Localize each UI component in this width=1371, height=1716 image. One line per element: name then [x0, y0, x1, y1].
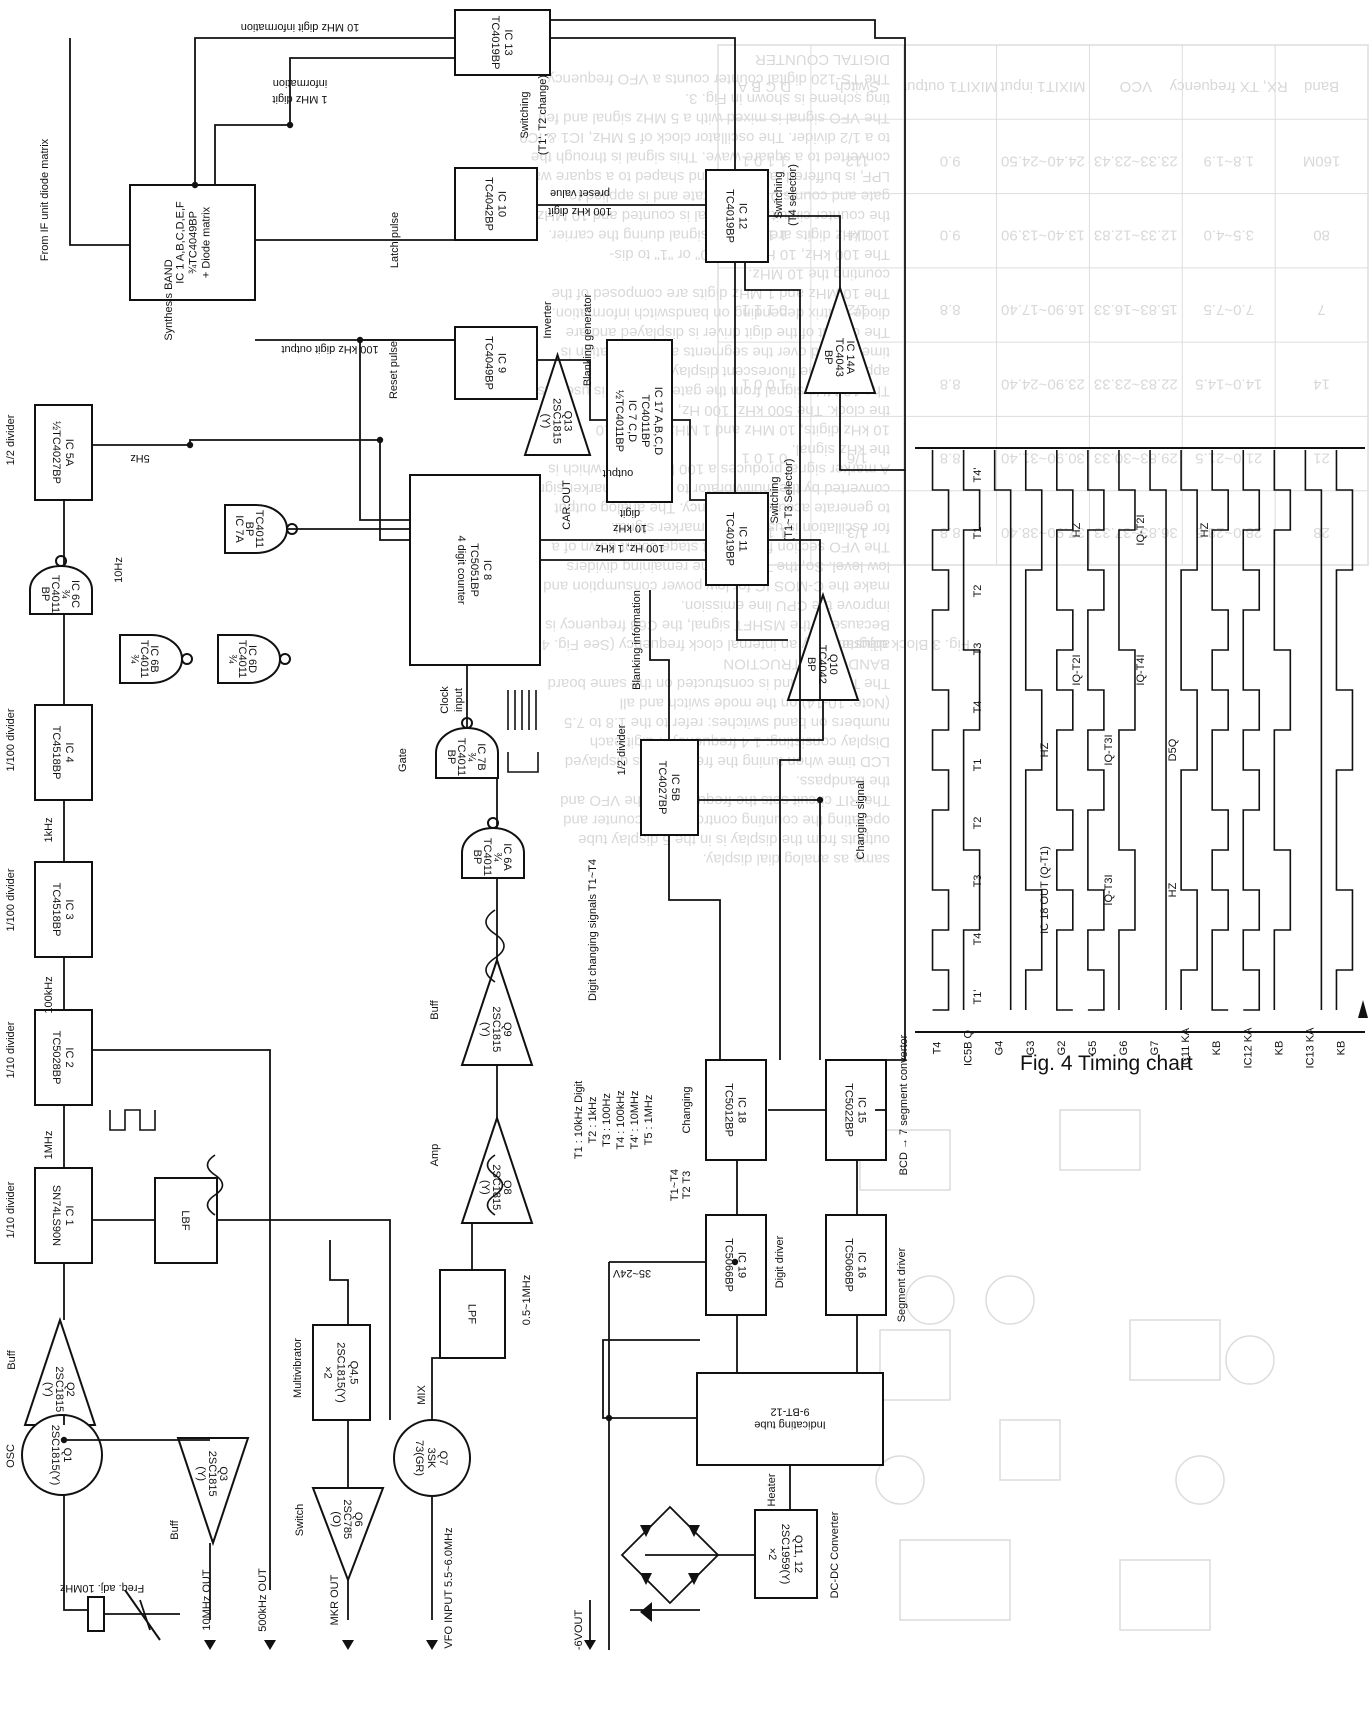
timing-slot-mark: T1: [972, 527, 984, 540]
timing-signal-label: KB: [1211, 1041, 1223, 1056]
timing-signal-label: IC5B Q: [963, 1030, 975, 1067]
timing-trace-note: IC 18 OUT (Q-T1): [1039, 846, 1051, 934]
timing-signal-label: G3: [1025, 1041, 1037, 1056]
timing-trace-note: HZ: [1039, 742, 1051, 757]
timing-trace-note: D5Q: [1167, 738, 1179, 761]
timing-trace-note: HZ: [1071, 522, 1083, 537]
timing-trace: [1150, 450, 1166, 1010]
timing-trace: [995, 450, 1011, 1010]
timing-trace: [1212, 450, 1228, 1010]
timing-slot-mark: T2: [972, 817, 984, 830]
timing-signal-label: IC12 KA: [1242, 1027, 1254, 1069]
timing-slot-mark: T3: [972, 643, 984, 656]
timing-slot-mark: T4': [972, 468, 984, 483]
timing-trace: [1088, 450, 1104, 1010]
timing-trace: [933, 450, 949, 1010]
timing-signal-label: KB: [1273, 1041, 1285, 1056]
timing-trace-note: IQ-T2I: [1071, 654, 1083, 685]
timing-signal-label: IC13 KA: [1304, 1027, 1316, 1069]
timing-signal-label: G5: [1087, 1041, 1099, 1056]
timing-trace: [1305, 450, 1321, 1010]
timing-signal-label: G4: [994, 1041, 1006, 1056]
timing-slot-mark: T4: [972, 701, 984, 714]
timing-slot-mark: T1': [972, 990, 984, 1005]
timing-slot-mark: T2: [972, 585, 984, 598]
timing-trace-note: IQ-T3I: [1103, 874, 1115, 905]
timing-slot-mark: T1: [972, 759, 984, 772]
timing-trace: [1336, 450, 1352, 1010]
timing-trace-note: IQ-T2I: [1135, 514, 1147, 545]
timing-arrow: [1358, 1000, 1368, 1018]
timing-trace-note: HZ: [1167, 882, 1179, 897]
timing-trace: [1243, 450, 1259, 1010]
timing-trace: [1119, 450, 1135, 1010]
timing-trace-note: IQ-T4I: [1135, 654, 1147, 685]
timing-signal-label: KB: [1335, 1041, 1347, 1056]
timing-trace-note: IQ-T3I: [1103, 734, 1115, 765]
timing-signal-label: G7: [1149, 1041, 1161, 1056]
timing-slot-mark: T3: [972, 875, 984, 888]
timing-trace: [1181, 450, 1197, 1010]
timing-trace-note: HZ: [1199, 522, 1211, 537]
timing-signal-label: T4: [932, 1042, 944, 1055]
timing-trace: [1274, 450, 1290, 1010]
timing-signal-label: G2: [1056, 1041, 1068, 1056]
timing-slot-mark: T4: [972, 933, 984, 946]
timing-signal-label: G6: [1118, 1041, 1130, 1056]
timing-signal-label: IC11 KA: [1180, 1027, 1192, 1068]
